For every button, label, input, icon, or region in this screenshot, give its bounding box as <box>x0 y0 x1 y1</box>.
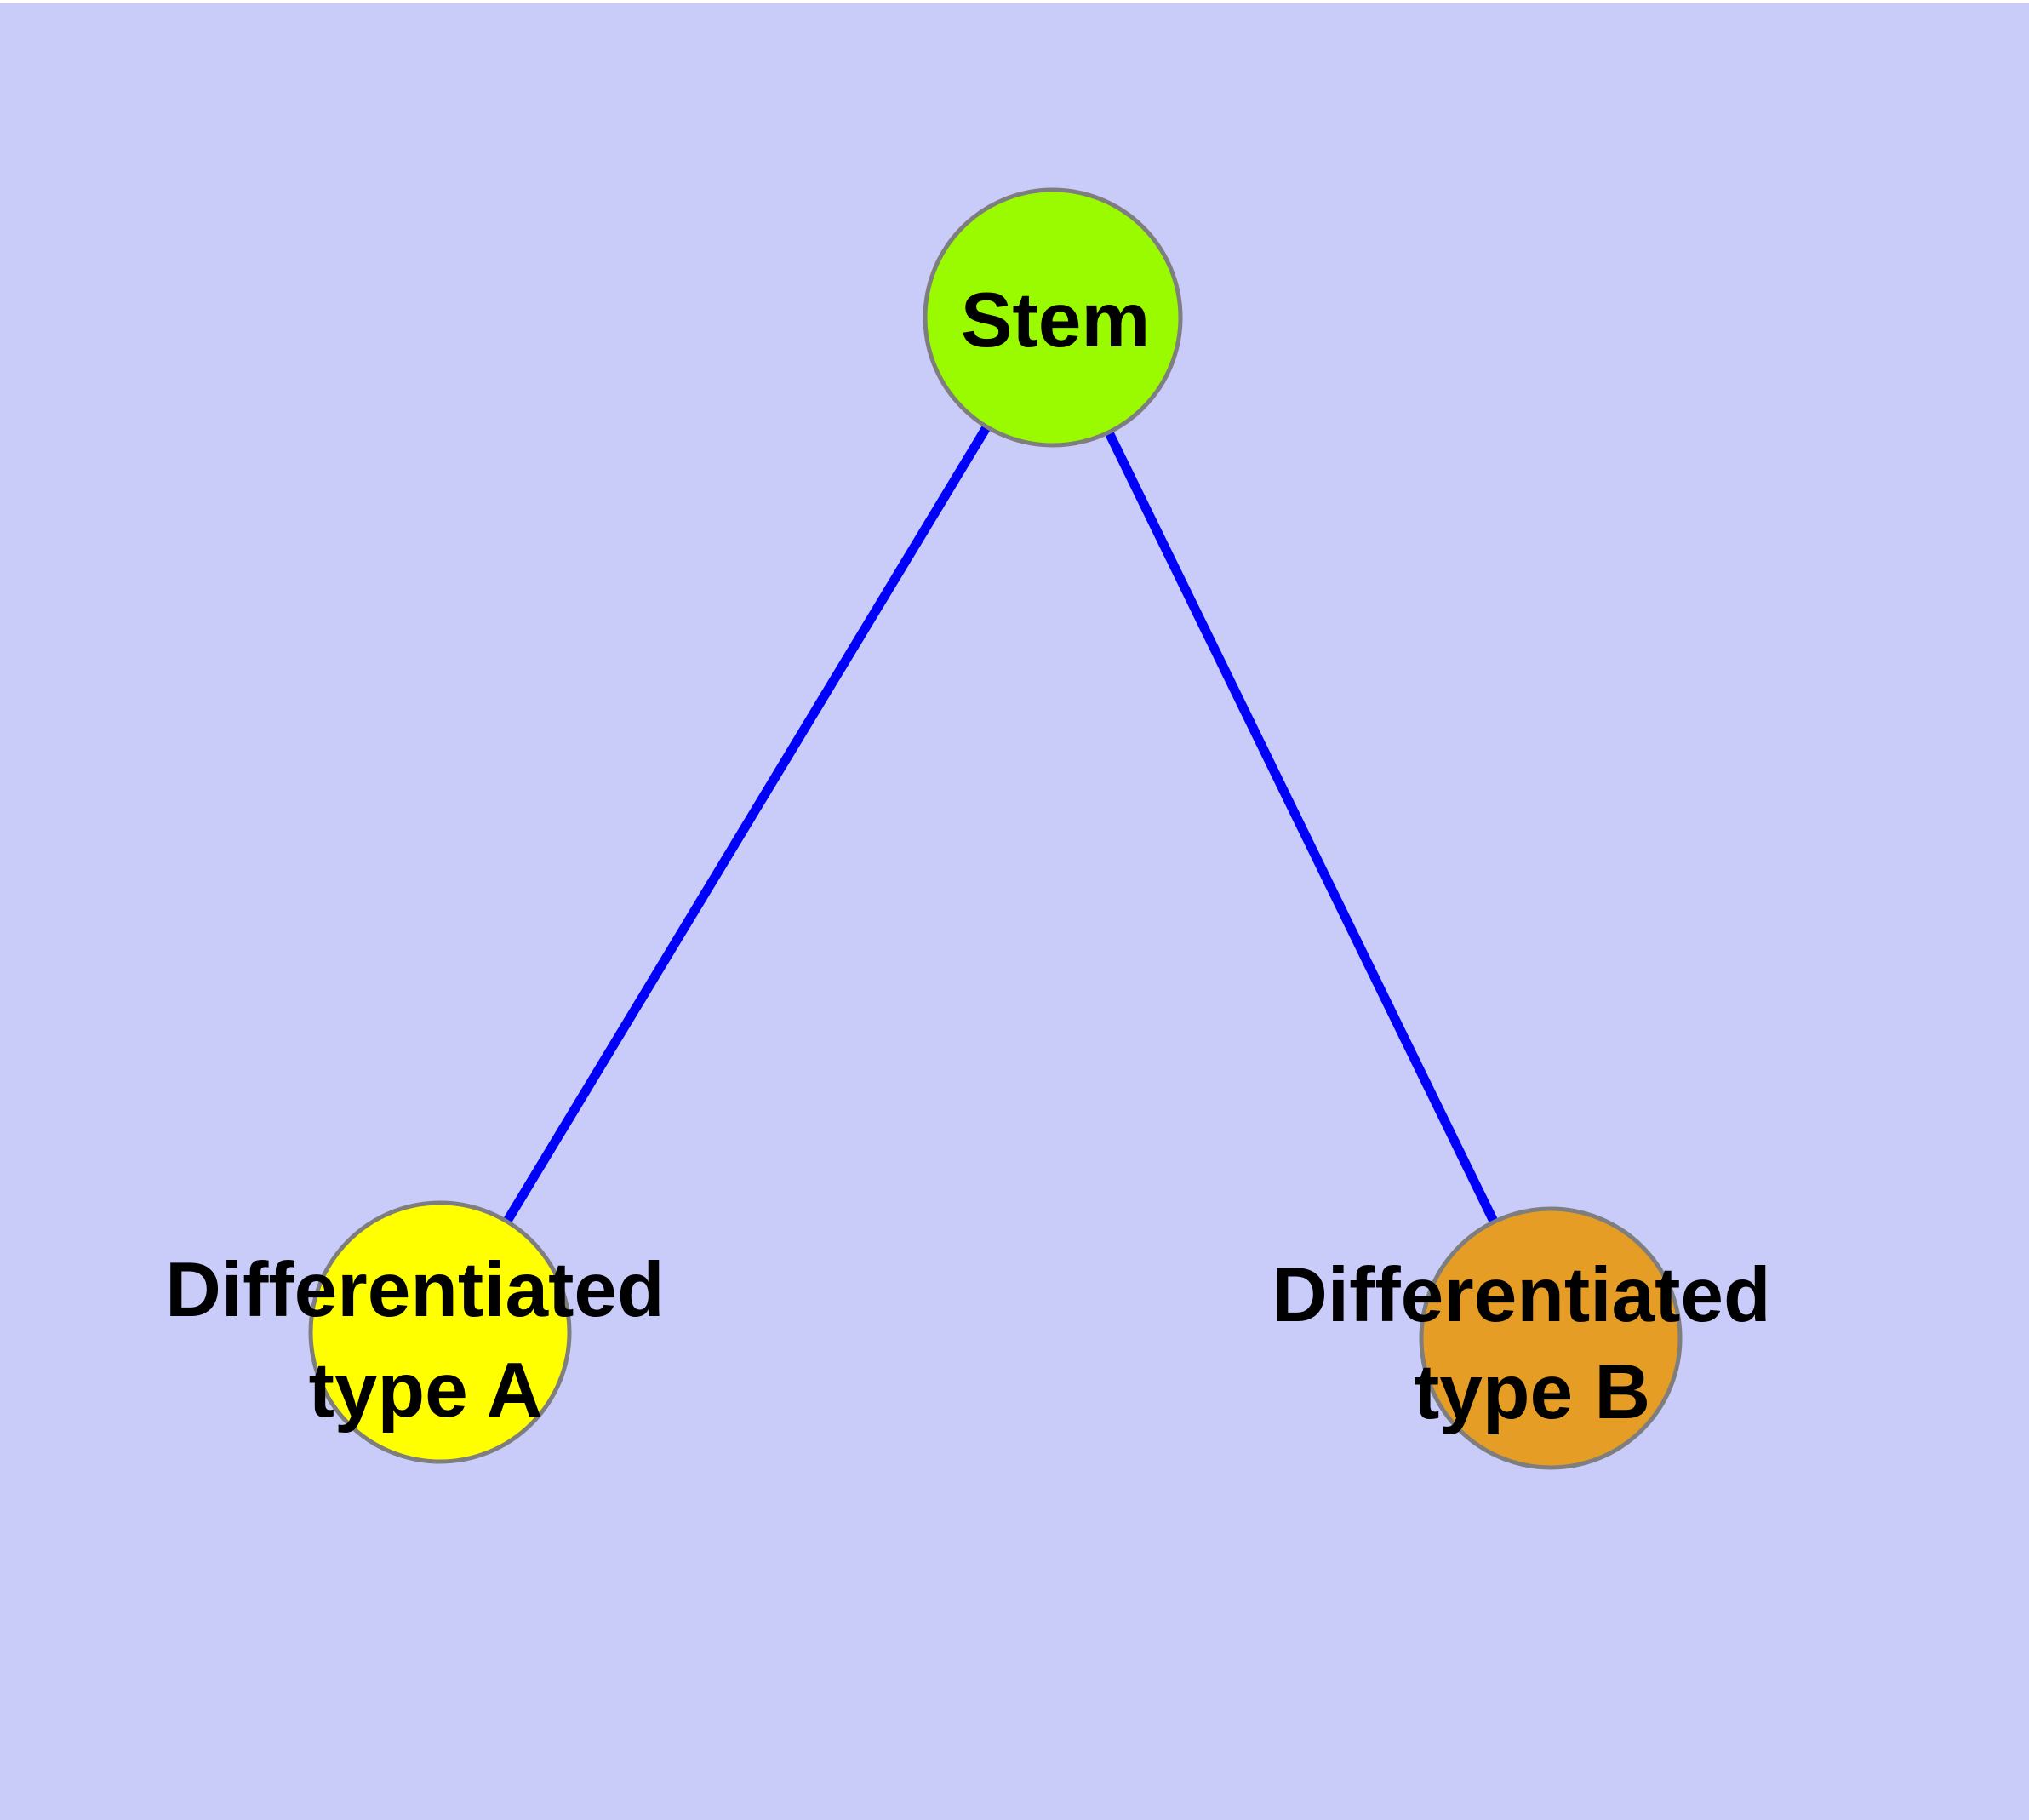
node-label-type-a-line2: type A <box>309 1348 543 1434</box>
node-stem <box>923 187 1183 448</box>
edge-stem-to-type-a <box>436 315 1057 1335</box>
node-label-type-a-line1: Differentiated <box>165 1247 665 1333</box>
node-differentiated-type-b <box>1419 1206 1683 1470</box>
node-label-type-b: Differentiated type B <box>1272 1252 1792 1435</box>
node-label-type-a: Differentiated type A <box>165 1247 686 1434</box>
node-label-type-b-line1: Differentiated <box>1272 1252 1771 1338</box>
node-label-stem: Stem <box>961 278 1151 363</box>
node-label-type-b-line2: type B <box>1414 1349 1650 1435</box>
edge-stem-to-type-b <box>1049 315 1555 1341</box>
node-differentiated-type-a <box>308 1200 572 1464</box>
top-edge-strip <box>0 0 2029 3</box>
